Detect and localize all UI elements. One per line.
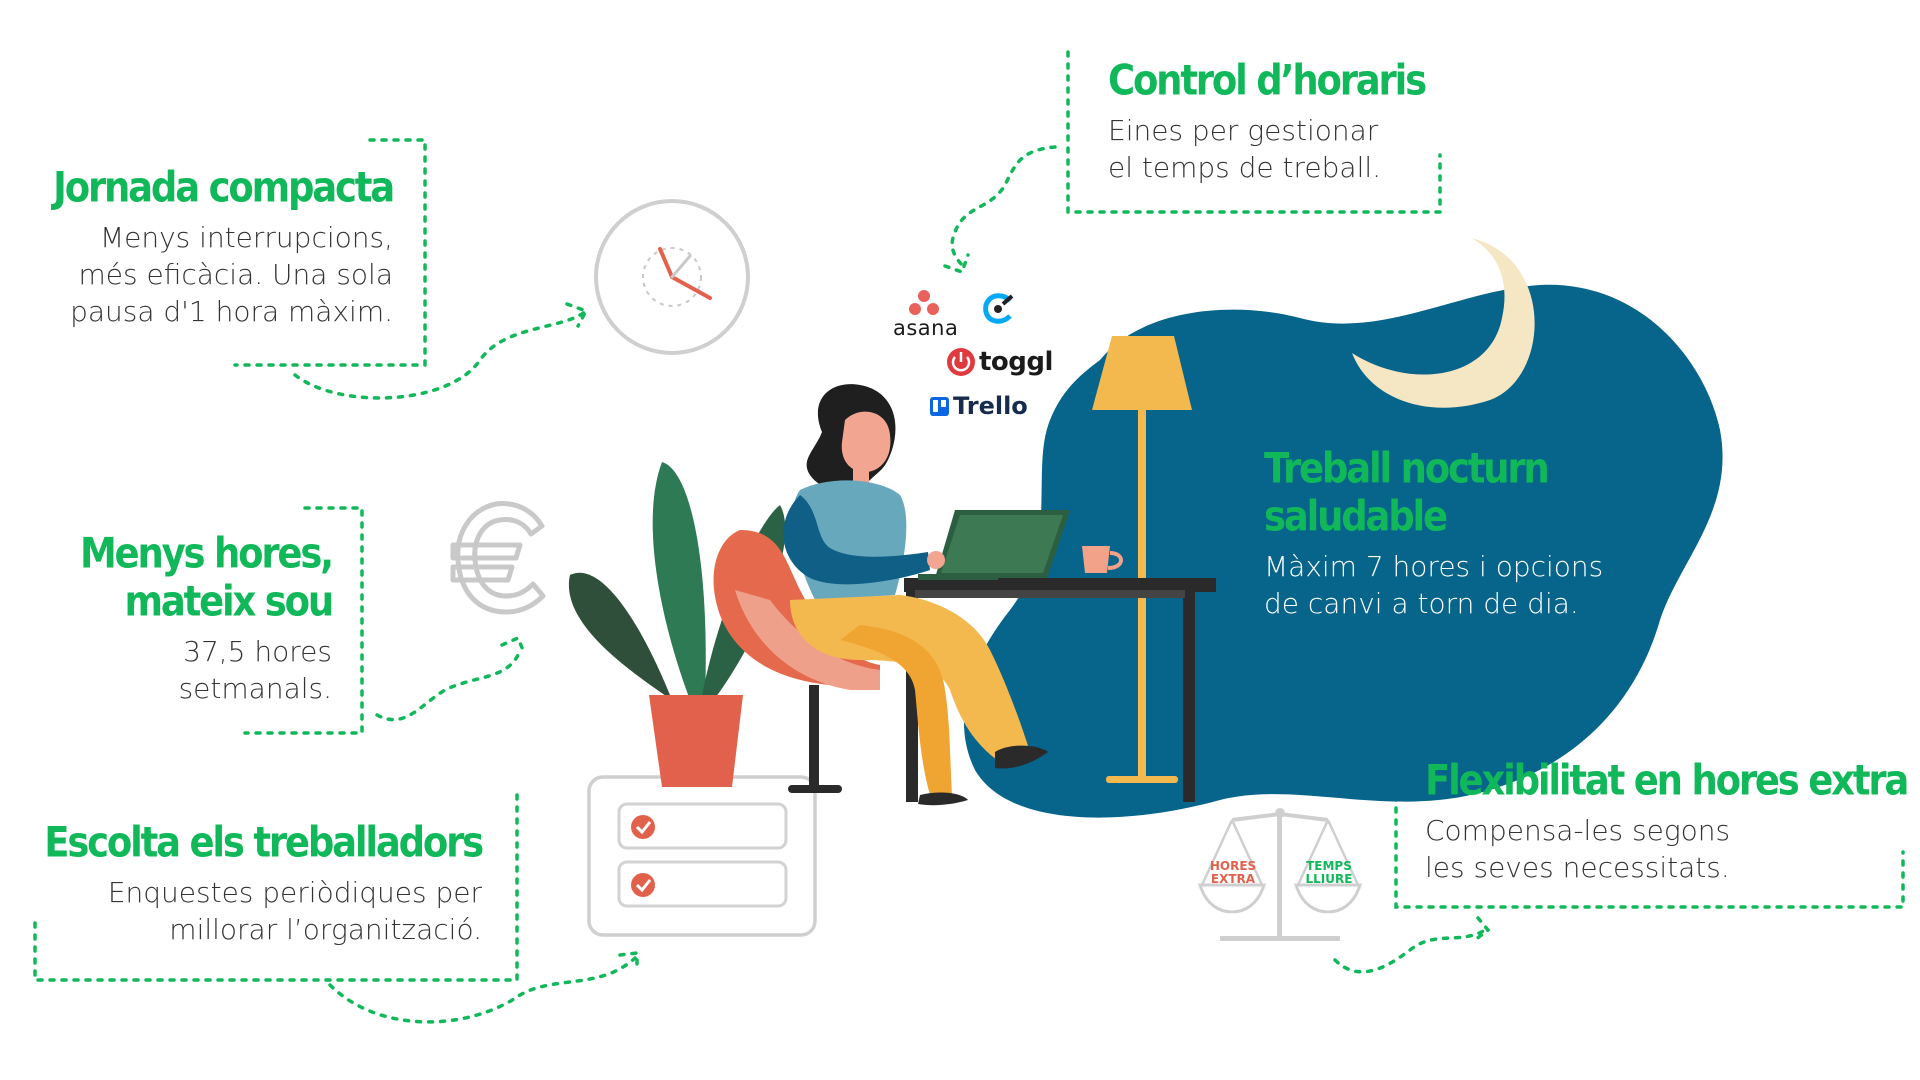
text-jornada: Menys interrupcions, més eficàcia. Una s… [53, 219, 393, 330]
text-nocturn: Màxim 7 hores i opcions de canvi a torn … [1264, 548, 1603, 622]
text-jornada-line-3: pausa d'1 hora màxim. [70, 295, 393, 328]
text-menys-line-1: 37,5 hores [183, 635, 332, 668]
caption-nocturn: Treball nocturn saludable Màxim 7 hores … [1264, 444, 1603, 622]
title-nocturn-line-1: Treball nocturn [1264, 444, 1550, 493]
text-flexibilitat: Compensa-les segons les seves necessitat… [1425, 812, 1907, 886]
scale-label-left-2: EXTRA [1211, 872, 1256, 886]
euro-icon [450, 501, 546, 615]
title-menys-line-1: Menys hores, [79, 529, 334, 578]
title-flexibilitat: Flexibilitat en hores extra [1425, 756, 1909, 805]
frame-escolta [33, 793, 519, 982]
caption-control: Control d’horaris Eines per gestionar el… [1108, 56, 1427, 186]
text-menys: 37,5 hores setmanals. [80, 633, 332, 707]
connector-control [950, 145, 1057, 270]
connector-menys [375, 648, 522, 722]
frame-flexibilitat [1394, 746, 1905, 909]
connector-control-head [943, 253, 970, 275]
connector-jornada-head [565, 302, 589, 328]
text-control-line-1: Eines per gestionar [1108, 114, 1379, 147]
title-menys-line-2: mateix sou [124, 577, 334, 626]
toggl-logo-text: toggl [979, 347, 1053, 377]
caption-menys: Menys hores, mateix sou 37,5 hores setma… [80, 529, 334, 707]
coffee-cup-icon [1082, 546, 1123, 573]
checklist-icon [587, 775, 817, 937]
connector-escolta [328, 956, 637, 1024]
text-flexibilitat-line-1: Compensa-les segons [1425, 814, 1731, 847]
night-blob [963, 284, 1723, 818]
title-escolta: Escolta els treballadors [44, 818, 484, 867]
connector-flexibilitat [1333, 928, 1487, 974]
scale-label-right-1: TEMPS [1306, 859, 1352, 873]
laptop-icon [918, 510, 1070, 580]
text-jornada-line-1: Menys interrupcions, [99, 221, 393, 254]
caption-jornada: Jornada compacta Menys interrupcions, mé… [53, 163, 395, 330]
clock-icon [594, 199, 750, 355]
asana-logo-text: asana [893, 316, 959, 340]
text-escolta-line-2: millorar l’organització. [169, 913, 482, 946]
title-nocturn-line-2: saludable [1264, 492, 1448, 541]
caption-escolta: Escolta els treballadors Enquestes periò… [44, 818, 484, 948]
scale-label-right-2: LLIURE [1306, 872, 1353, 886]
text-nocturn-line-2: de canvi a torn de dia. [1264, 587, 1579, 620]
connector-jornada [293, 310, 587, 400]
text-control-line-2: el temps de treball. [1108, 151, 1382, 184]
text-escolta-line-1: Enquestes periòdiques per [107, 876, 482, 909]
balance-scale-icon: HORES EXTRA TEMPS LLIURE [1197, 808, 1363, 941]
clockify-logo-icon [983, 293, 1014, 324]
moon-icon [1352, 238, 1535, 408]
caption-flexibilitat: Flexibilitat en hores extra Compensa-les… [1425, 756, 1909, 886]
text-nocturn-line-1: Màxim 7 hores i opcions [1264, 550, 1604, 583]
frame-menys [243, 506, 364, 735]
text-flexibilitat-line-2: les seves necessitats. [1425, 851, 1730, 884]
scale-label-left-1: HORES [1210, 859, 1256, 873]
text-control: Eines per gestionar el temps de treball. [1108, 112, 1425, 186]
woman-figure [783, 384, 1048, 806]
trello-logo-text: Trello [953, 392, 1028, 420]
connector-escolta-head [618, 951, 639, 972]
text-menys-line-2: setmanals. [178, 672, 332, 705]
plant-icon [568, 462, 786, 787]
title-jornada: Jornada compacta [53, 163, 395, 212]
title-control: Control d’horaris [1108, 56, 1427, 105]
frame-jornada [233, 138, 427, 367]
text-escolta: Enquestes periòdiques per millorar l’org… [44, 874, 482, 948]
connector-flexibilitat-head [1473, 916, 1491, 942]
text-jornada-line-2: més eficàcia. Una sola [78, 258, 394, 291]
asana-logo-icon [909, 290, 939, 315]
connector-menys-head [500, 635, 527, 657]
trello-logo-icon [930, 397, 949, 416]
toggl-logo-icon [947, 348, 975, 376]
dotted-connectors [293, 145, 1491, 1024]
dotted-frames [33, 50, 1905, 982]
